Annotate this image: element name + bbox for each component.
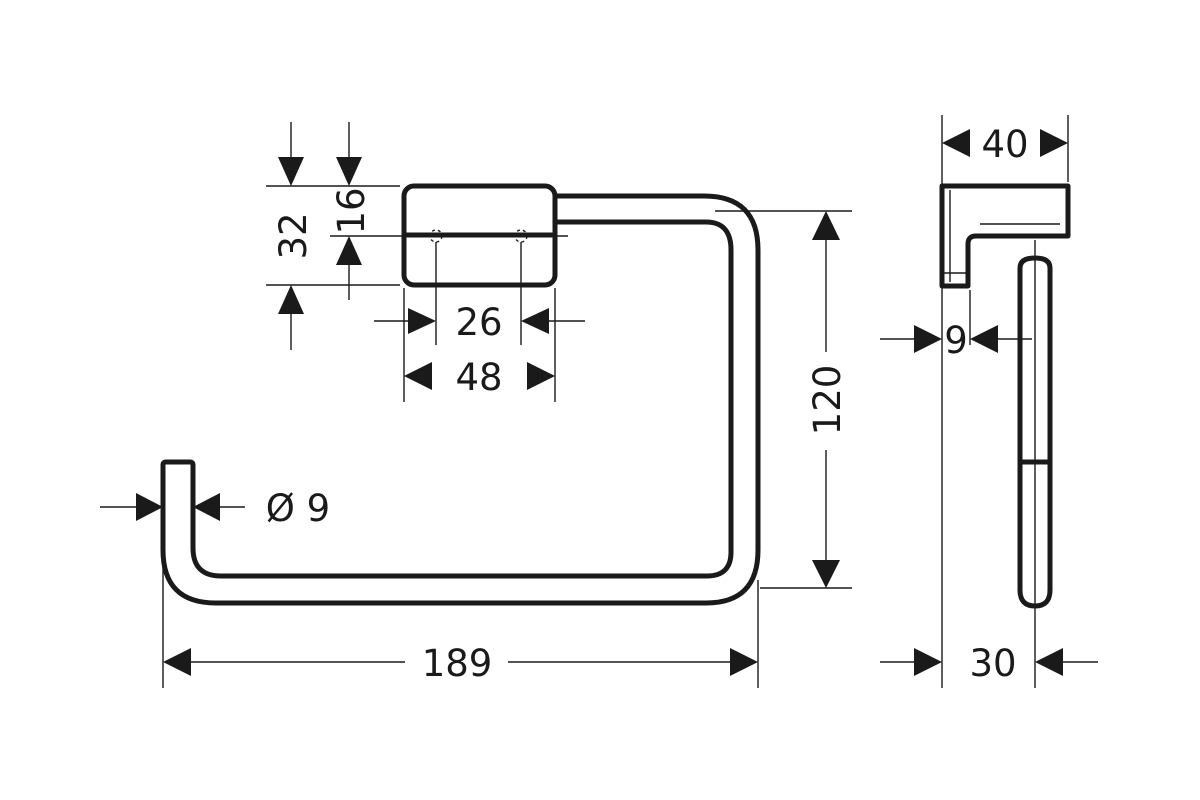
arrow-48-right	[527, 362, 555, 390]
arrow-26-left	[408, 308, 436, 334]
front-view: 32 16 26 48 120 Ø 9	[100, 122, 852, 688]
arrow-side9-right	[970, 325, 998, 353]
arrow-48-left	[404, 362, 432, 390]
arrow-189-left	[163, 648, 191, 676]
arrow-16-bottom	[336, 236, 362, 265]
arrow-26-right	[521, 308, 549, 334]
dim-label-overall-width: 189	[422, 642, 493, 685]
rod-end-cap	[160, 459, 196, 466]
arrow-dia-right	[193, 493, 220, 521]
ring-inner-contour	[190, 219, 734, 579]
ring-outer-contour	[160, 193, 761, 606]
arrow-120-top	[812, 211, 840, 240]
arrow-40-right	[1040, 129, 1068, 157]
side-view: 40 9 30	[880, 115, 1098, 688]
dim-label-ring-height: 120	[806, 365, 849, 436]
arrow-32-bottom	[278, 285, 304, 314]
arrow-30-right	[1035, 648, 1063, 676]
side-rod	[1017, 255, 1053, 609]
arrow-189-right	[730, 648, 758, 676]
arrow-dia-left	[136, 493, 163, 521]
dim-label-screw-spacing: 26	[455, 301, 502, 344]
dim-label-rod-diameter: Ø 9	[266, 487, 330, 530]
arrow-30-left	[914, 648, 942, 676]
arrow-16-top	[336, 157, 362, 186]
side-bracket	[939, 183, 1071, 289]
dim-label-mount-offset: 16	[330, 187, 373, 234]
arrow-120-bottom	[812, 560, 840, 588]
dim-label-side-rod: 9	[944, 319, 968, 362]
arrow-side9-left	[914, 325, 942, 353]
dim-label-side-offset: 30	[969, 642, 1016, 685]
arrow-40-left	[942, 129, 970, 157]
dim-label-mount-height: 32	[272, 212, 315, 259]
arrow-32-top	[278, 157, 304, 186]
dim-label-side-depth: 40	[981, 123, 1028, 166]
dim-label-mount-width: 48	[455, 356, 502, 399]
